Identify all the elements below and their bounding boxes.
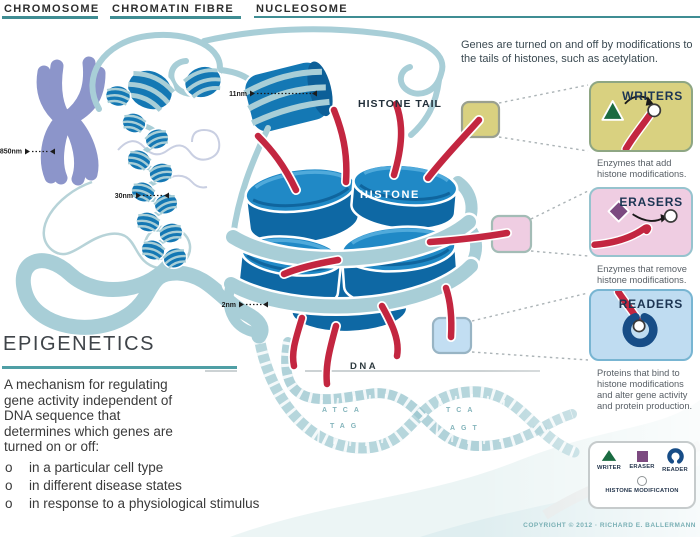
chromosome-illustration bbox=[36, 56, 106, 186]
legend-writer: WRITER bbox=[593, 448, 626, 473]
dna-letters-top-left: ATCA bbox=[322, 407, 365, 414]
header-rule-chromatin-fibre bbox=[110, 16, 241, 19]
eraser-square-icon bbox=[636, 451, 648, 462]
erasers-description: Enzymes that remove histone modification… bbox=[597, 264, 687, 285]
bullet-text: in different disease states bbox=[29, 478, 182, 493]
chromatin-tube bbox=[15, 252, 269, 344]
measurement-11nm: 11nm bbox=[229, 90, 317, 98]
header-rule-nucleosome bbox=[254, 16, 700, 18]
chromatin-fibre-illustration bbox=[89, 31, 229, 273]
bullet-text: in response to a physiological stimulus bbox=[29, 496, 260, 511]
legend: WRITER ERASER READER HISTONE MODIFICATIO… bbox=[588, 441, 696, 509]
panel-connector-lines bbox=[471, 84, 589, 361]
writers-icon bbox=[601, 95, 662, 150]
reader-ring-icon bbox=[622, 313, 658, 348]
modification-circle-icon bbox=[663, 209, 678, 223]
measurement-2nm: 2nm bbox=[222, 301, 268, 309]
erasers-icon bbox=[591, 200, 678, 250]
legend-modification-label: HISTONE MODIFICATION bbox=[605, 488, 679, 494]
writer-triangle-icon bbox=[601, 450, 617, 461]
histone-tail-icon bbox=[591, 224, 652, 249]
intro-text: Genes are turned on and off by modificat… bbox=[461, 39, 693, 65]
writers-description: Enzymes that add histone modifications. bbox=[597, 158, 687, 179]
header-chromosome: CHROMOSOME bbox=[4, 3, 100, 15]
histone-modification-icon bbox=[637, 476, 647, 486]
dna-letters-top-right: TCA bbox=[446, 407, 478, 414]
epigenetics-title: EPIGENETICS bbox=[3, 333, 156, 355]
dna-label: DNA bbox=[350, 361, 379, 372]
erasers-title: ERASERS bbox=[619, 195, 683, 209]
erasers-panel: ERASERS bbox=[589, 187, 693, 257]
legend-icons-row: WRITER ERASER READER bbox=[590, 448, 694, 473]
bullet-marker: o bbox=[5, 478, 13, 493]
dna-letters-bottom-left: TAG bbox=[330, 423, 362, 430]
modification-circle-icon bbox=[632, 319, 646, 333]
legend-reader-label: READER bbox=[662, 467, 688, 473]
epigenetics-title-rule bbox=[2, 366, 237, 369]
writers-panel: WRITERS bbox=[589, 81, 693, 152]
arrow-icon bbox=[632, 213, 664, 222]
header-rule-chromosome bbox=[2, 16, 98, 19]
modification-circle-icon bbox=[647, 103, 662, 118]
legend-reader: READER bbox=[659, 448, 692, 473]
writers-title: WRITERS bbox=[622, 89, 683, 103]
eraser-diamond-icon bbox=[607, 200, 630, 223]
histone-tail-icon bbox=[622, 108, 656, 150]
readers-description: Proteins that bind to histone modificati… bbox=[597, 368, 693, 411]
legend-eraser: ERASER bbox=[626, 448, 659, 473]
histone-tail-label: HISTONE TAIL bbox=[358, 98, 442, 110]
histone-tails bbox=[253, 99, 512, 389]
measurement-30nm: 30nm bbox=[115, 192, 169, 200]
dna-letters-bottom-right: AGT bbox=[450, 425, 483, 432]
copyright-text: COPYRIGHT © 2012 · RICHARD E. BALLERMANN bbox=[523, 522, 696, 529]
bullet-item: o in different disease states bbox=[5, 478, 345, 494]
bullet-item: o in response to a physiological stimulu… bbox=[5, 496, 345, 512]
measurement-850nm-label: 850nm bbox=[0, 149, 22, 156]
bullet-item: o in a particular cell type bbox=[5, 460, 345, 476]
histone-label: HISTONE bbox=[360, 189, 420, 201]
measurement-850nm: 850nm bbox=[0, 148, 55, 156]
measurement-11nm-label: 11nm bbox=[229, 91, 247, 98]
writer-triangle-icon bbox=[601, 99, 625, 121]
epigenetics-bullets: o in a particular cell type o in differe… bbox=[5, 460, 345, 514]
readers-title: READERS bbox=[618, 297, 683, 311]
bullet-text: in a particular cell type bbox=[29, 460, 164, 475]
legend-writer-label: WRITER bbox=[596, 465, 622, 471]
legend-eraser-label: ERASER bbox=[629, 464, 655, 470]
header-chromatin-fibre: CHROMATIN FIBRE bbox=[112, 3, 234, 15]
bullet-marker: o bbox=[5, 460, 13, 475]
measurement-2nm-label: 2nm bbox=[222, 302, 236, 309]
nucleosome-small bbox=[243, 60, 333, 134]
measurement-30nm-label: 30nm bbox=[115, 193, 133, 200]
reader-ring-icon bbox=[666, 448, 684, 464]
readers-panel: READERS bbox=[589, 289, 693, 361]
epigenetics-paragraph: A mechanism for regulating gene activity… bbox=[4, 377, 173, 454]
readers-icon bbox=[613, 291, 658, 348]
bullet-marker: o bbox=[5, 496, 13, 511]
header-nucleosome: NUCLEOSOME bbox=[256, 3, 348, 15]
